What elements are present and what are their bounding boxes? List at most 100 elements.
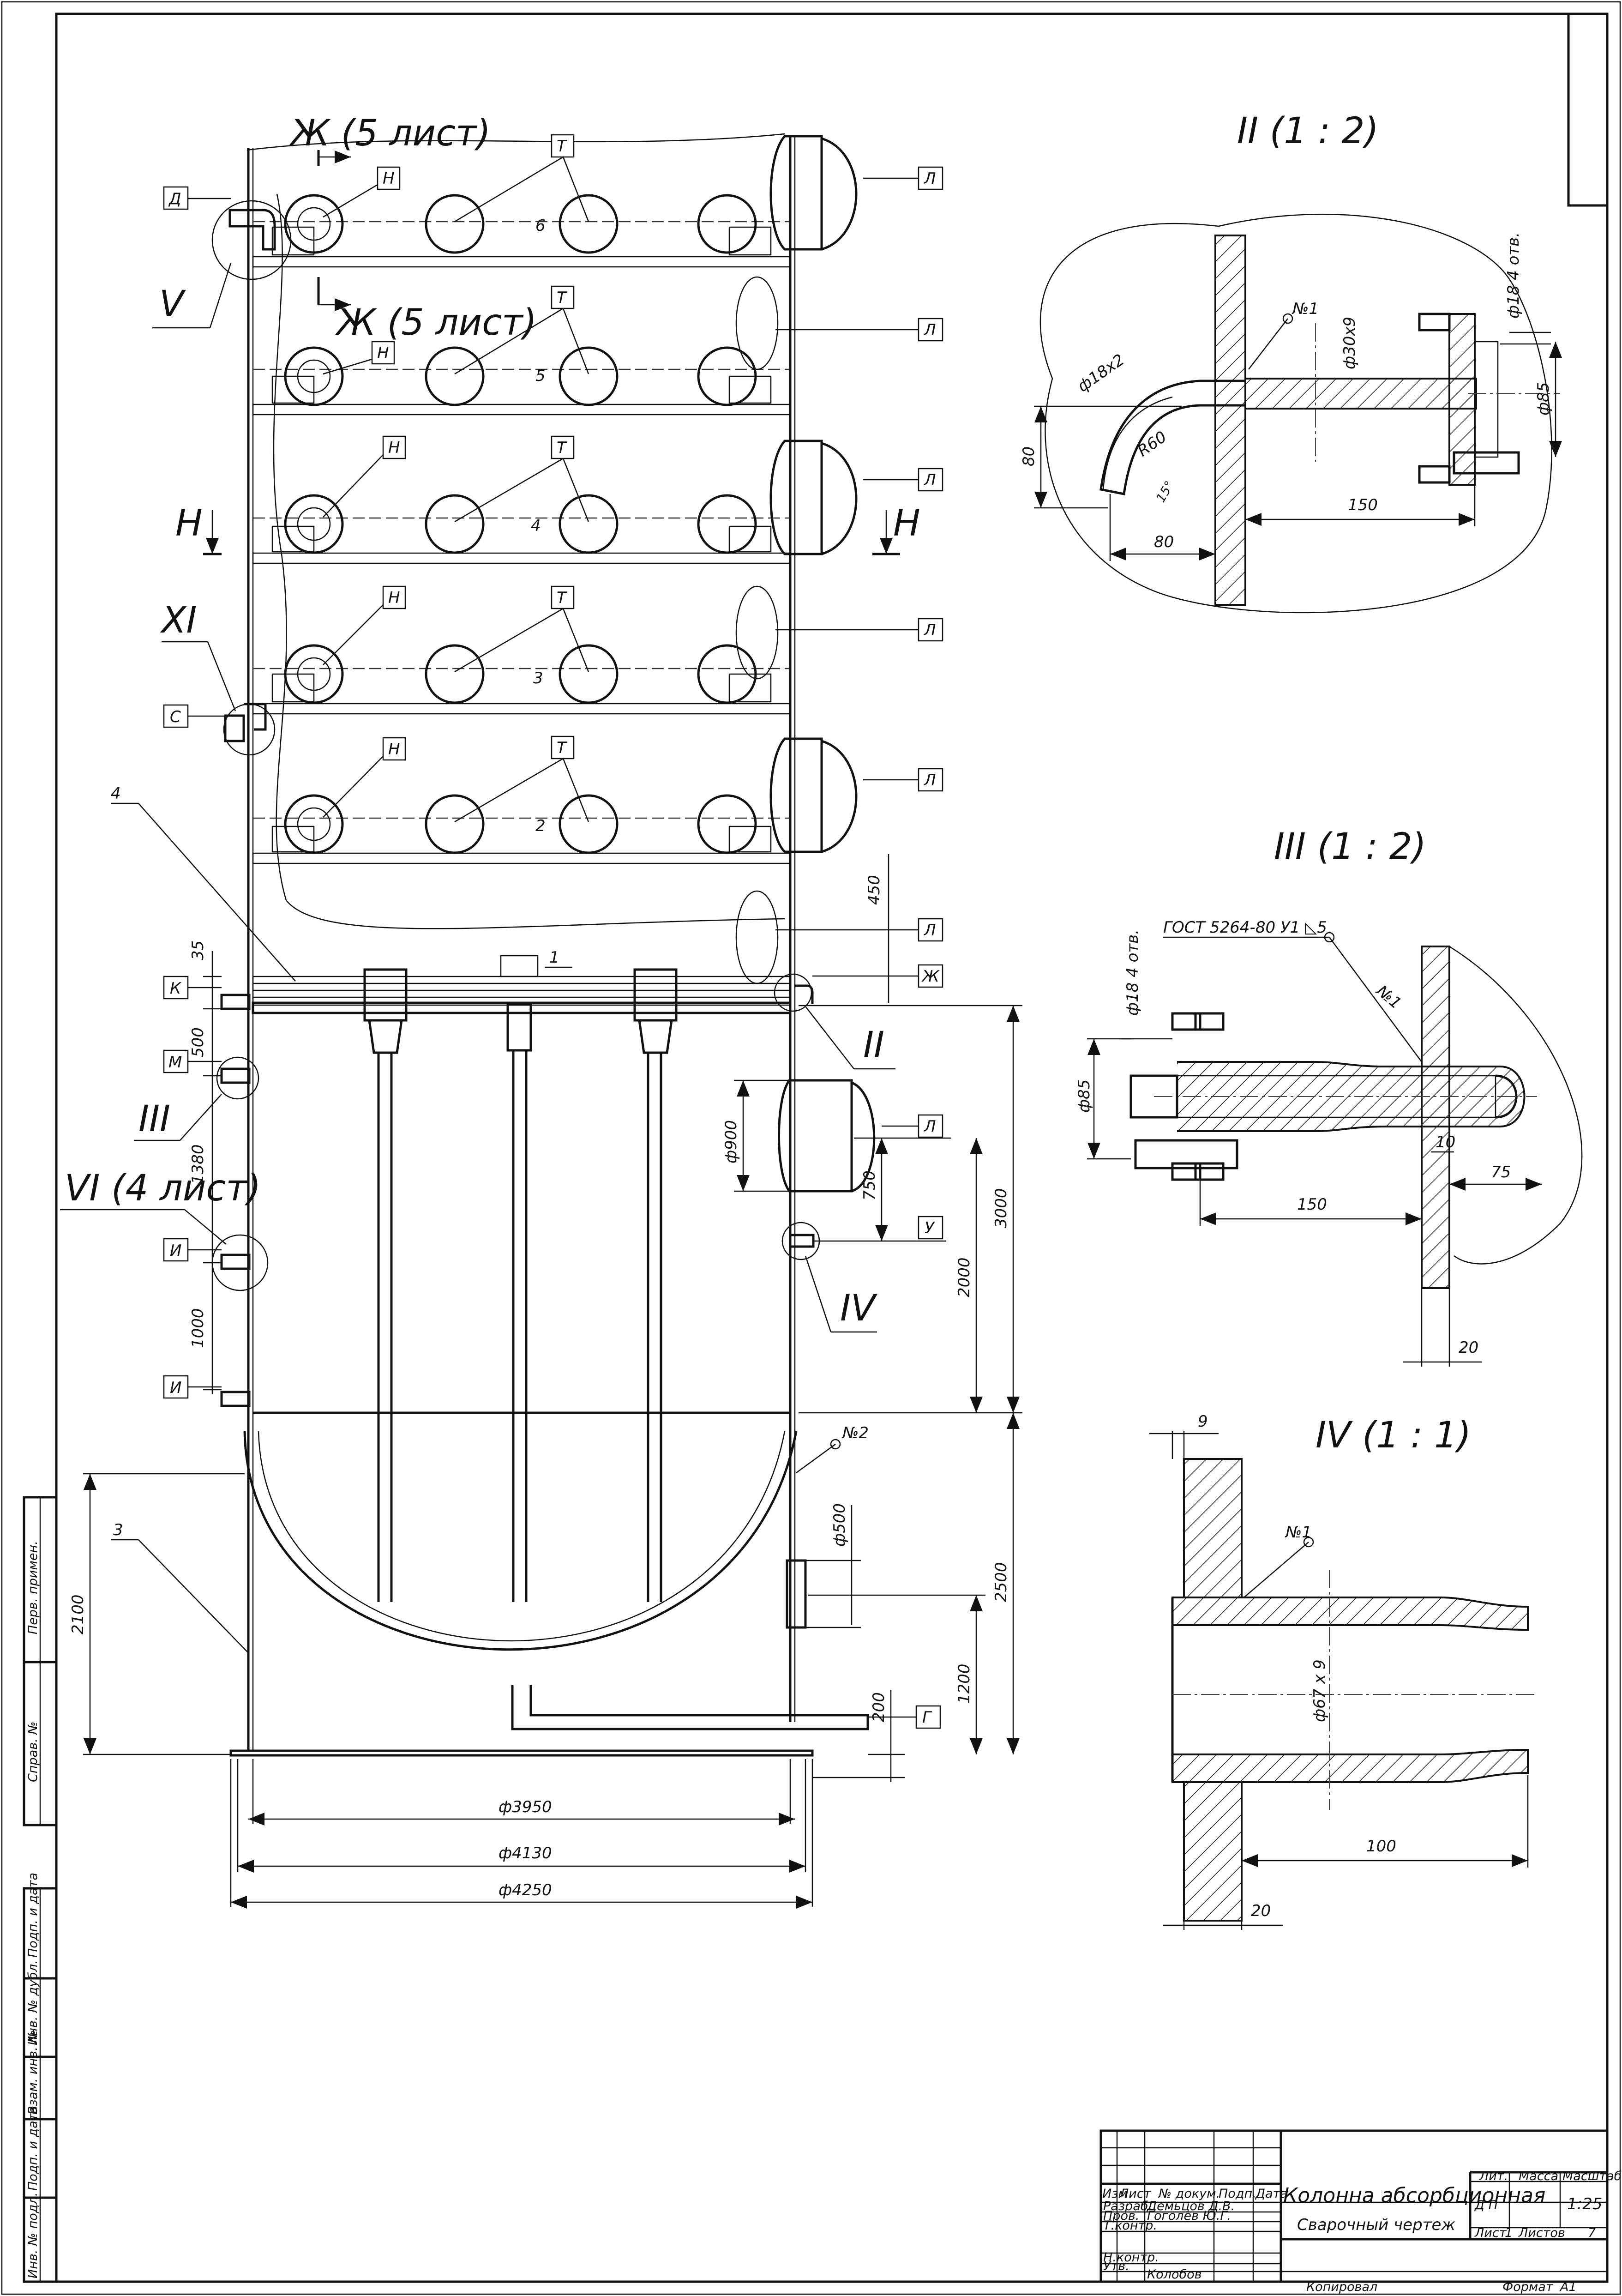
title-block: Изм Лист № докум. Подп. Дата Разраб. Дем…	[1099, 2129, 1622, 2294]
stamp-inv-podl: Инв. № подл.	[26, 2193, 40, 2278]
stamp-podp-data-1: Подп. и дата	[26, 1873, 40, 1958]
break-line-top	[246, 133, 785, 151]
detail-iv-dim-9: 9	[1198, 1412, 1208, 1431]
tb-sheets-label: Листов	[1518, 2226, 1565, 2240]
tb-copied: Копировал	[1306, 2280, 1377, 2294]
section-zh-top: Ж (5 лист)	[289, 113, 491, 154]
callout-l-4: Л	[923, 621, 936, 639]
callout-u: У	[925, 1219, 935, 1237]
tb-head-nodok: № докум.	[1158, 2187, 1220, 2201]
section-zh-mid: Ж (5 лист)	[335, 302, 537, 343]
detail-iii-weld: №1	[1372, 981, 1405, 1013]
node-labels: V XI II III IV VI (4 лист)	[60, 263, 895, 1333]
tb-lit-label: Лит.	[1479, 2169, 1508, 2183]
main-dimensions: 35 500 1380 1000 2100 450 ф900 750 2000 …	[69, 854, 1022, 1909]
detail-ii-dim-150: 150	[1348, 496, 1378, 514]
tb-sheet-label: Лист	[1474, 2226, 1507, 2240]
section-n-left: Н	[175, 503, 203, 544]
stamp-podp-data-2: Подп. и дата	[26, 2106, 40, 2191]
callout-t-2: Т	[557, 739, 567, 757]
dim-900: ф900	[722, 1120, 740, 1163]
dim-500: 500	[189, 1027, 207, 1057]
callout-n-3: Н	[388, 589, 400, 607]
detail-ii-radius: R60	[1134, 428, 1170, 460]
dim-200: 200	[870, 1692, 888, 1722]
node-label-v: V	[159, 283, 186, 325]
callout-i-2: И	[170, 1379, 181, 1397]
detail-ii-pipe-dim: ф30х9	[1340, 317, 1359, 369]
callout-n-2: Н	[388, 740, 400, 759]
tb-title: Колонна абсорбционная	[1283, 2184, 1545, 2207]
tray-number-6: 6	[535, 217, 546, 235]
callout-l-6: Л	[923, 921, 936, 940]
tb-head-list: Лист	[1119, 2187, 1152, 2201]
callout-n-5: Н	[377, 344, 389, 362]
dim-4250: ф4250	[499, 1881, 552, 1899]
dim-3000: 3000	[992, 1188, 1010, 1228]
tb-head-podp: Подп.	[1219, 2187, 1256, 2201]
tb-name-prov: Гоголев Ю.Г.	[1147, 2209, 1231, 2223]
tb-name-razrab: Демьцов Д.В.	[1147, 2199, 1235, 2213]
callout-t-4: Т	[557, 439, 567, 457]
detail-iii: III (1 : 2) ГОСТ 5264-80 У1 ◺5 №1 ф18 4 …	[1075, 826, 1583, 1367]
node-xi-circle	[223, 703, 276, 756]
detail-iv-dim-20: 20	[1251, 1902, 1271, 1920]
view-title-ii: II (1 : 2)	[1237, 110, 1379, 152]
callout-l-3: Л	[923, 471, 936, 489]
node-label-ii: II	[863, 1024, 884, 1066]
detail-ii-bend-dim: ф18х2	[1074, 350, 1128, 396]
tray-number-2: 2	[535, 817, 546, 835]
dim-3950: ф3950	[499, 1798, 552, 1816]
detail-iii-dim-20: 20	[1459, 1338, 1478, 1357]
tb-sheets-value: 7	[1588, 2226, 1596, 2240]
detail-iii-dim-75: 75	[1491, 1163, 1511, 1181]
node-ii-circle	[774, 973, 812, 1012]
node-label-xi: XI	[160, 600, 197, 641]
dim-1200: 1200	[955, 1663, 973, 1704]
base-ring	[229, 1749, 814, 1757]
tb-head-izm: Изм	[1102, 2187, 1128, 2201]
callout-t-5: Т	[557, 289, 567, 307]
corner-stamp	[1567, 12, 1609, 207]
left-nozzles	[220, 209, 815, 1407]
tb-scale-value: 1:25	[1567, 2195, 1602, 2213]
callout-l-1: Л	[923, 169, 936, 188]
callout-l-7: Л	[923, 1117, 936, 1136]
callout-k: К	[170, 979, 182, 998]
detail-iii-flange: ф85	[1075, 1079, 1093, 1113]
detail-ii-angle: 15°	[1153, 479, 1177, 505]
callout-t-6: Т	[557, 137, 567, 156]
dim-750: 750	[860, 1170, 879, 1200]
position-3: 3	[113, 1521, 123, 1539]
section-markers: Ж (5 лист) Ж (5 лист) Н Н	[175, 113, 920, 555]
detail-iii-holes: ф18 4 отв.	[1123, 929, 1142, 1016]
bubble-caps	[271, 194, 772, 854]
callout-i-1: И	[170, 1241, 181, 1260]
position-leaders: 1 4 3 №2	[111, 784, 869, 1653]
detail-ii: II (1 : 2) №1 ф30х9 ф18х2 R60 15° ф18 4 …	[1020, 110, 1562, 614]
weld-2: №2	[841, 1424, 869, 1442]
dim-2500: 2500	[992, 1562, 1010, 1602]
tb-format-value: А1	[1559, 2280, 1577, 2294]
view-title-iv: IV (1 : 1)	[1316, 1415, 1471, 1456]
callout-s: С	[170, 708, 181, 726]
bottom-outlet-pipe	[511, 1685, 869, 1730]
tray-number-4: 4	[531, 517, 541, 535]
detail-iii-dim-10: 10	[1436, 1133, 1455, 1151]
dim-2000: 2000	[955, 1257, 973, 1297]
tray-number-3: 3	[533, 669, 543, 687]
detail-ii-flange: ф85	[1534, 382, 1553, 416]
tb-sheet-value: 1	[1505, 2226, 1513, 2240]
dim-1380: 1380	[189, 1144, 207, 1184]
callout-d: Д	[168, 190, 181, 208]
callout-n-4: Н	[388, 439, 400, 457]
dim-2100: 2100	[69, 1594, 87, 1634]
detail-ii-weld: №1	[1292, 300, 1319, 318]
bottom-head	[243, 1431, 798, 1651]
tb-mass-label: Масса	[1519, 2169, 1558, 2183]
detail-ii-holes: ф18 4 отв.	[1504, 232, 1523, 319]
callout-zh: Ж	[921, 967, 940, 986]
stamp-sprav-no: Справ. №	[26, 1722, 40, 1782]
tb-role-prov: Пров.	[1103, 2209, 1139, 2223]
